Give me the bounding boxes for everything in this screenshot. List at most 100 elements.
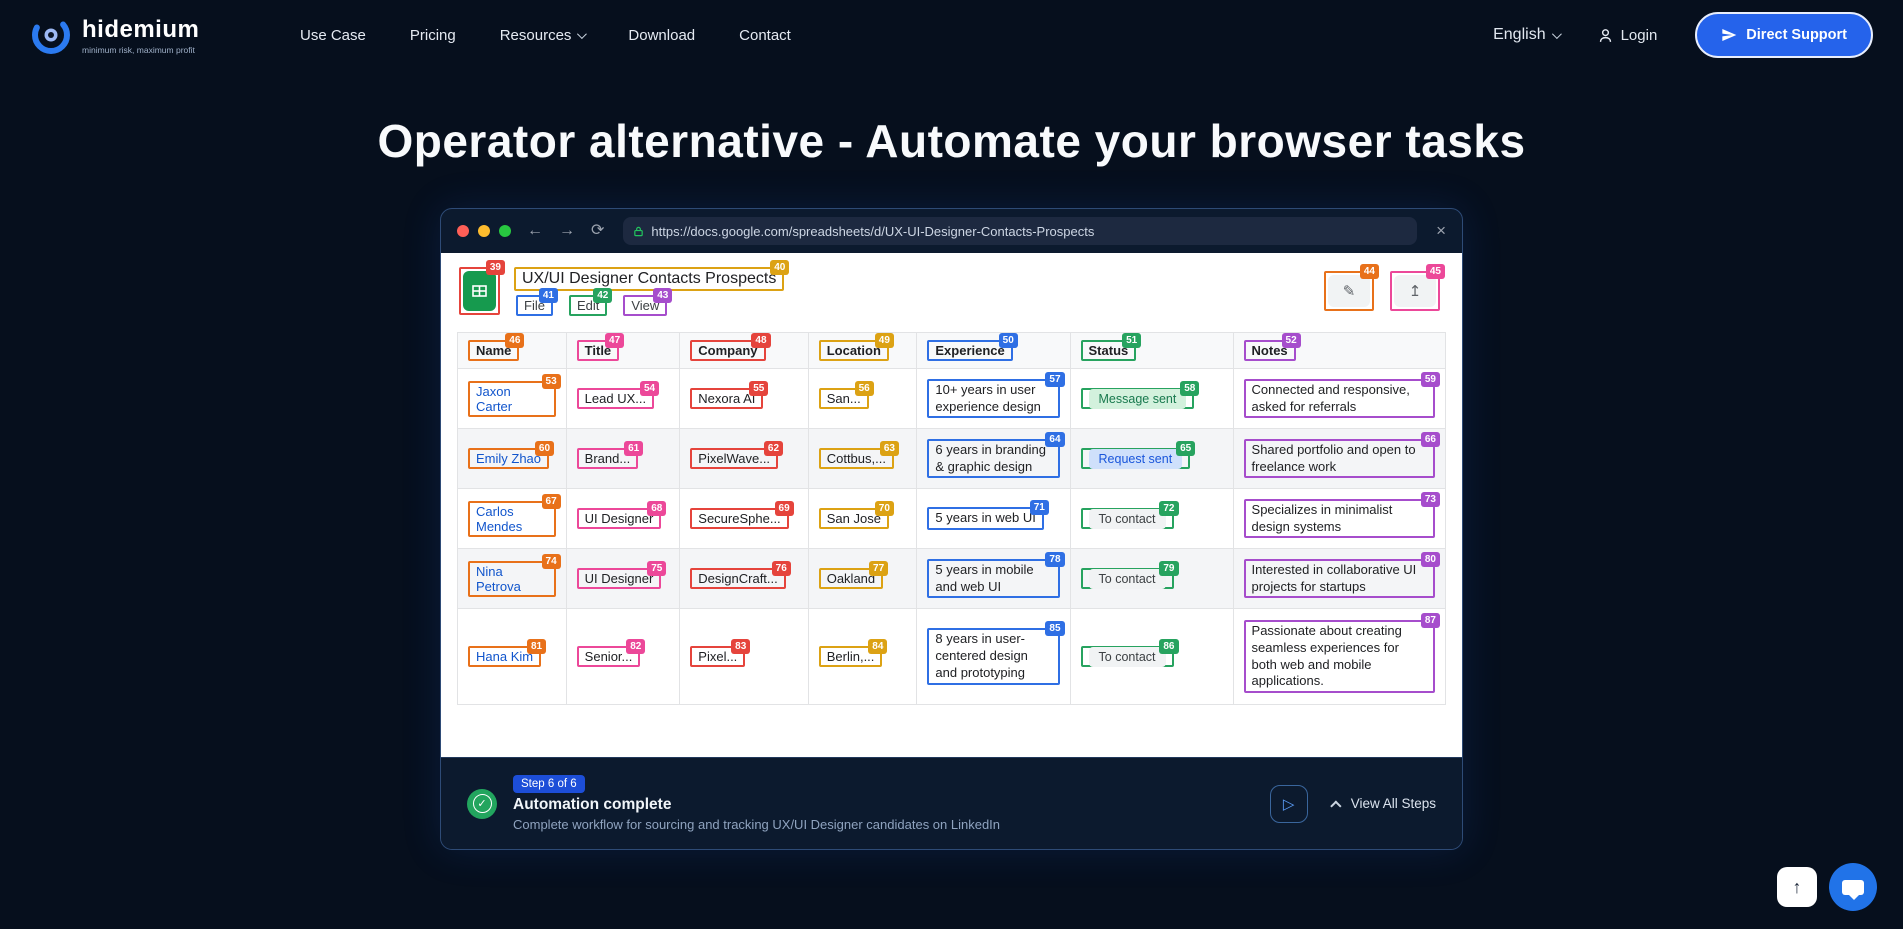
back-icon[interactable]: ← <box>527 222 543 239</box>
chat-widget-button[interactable] <box>1829 863 1877 911</box>
nav-item-pricing[interactable]: Pricing <box>409 26 456 44</box>
refresh-icon[interactable]: ⟳ <box>591 222 605 239</box>
annotation-tag: 67 <box>541 493 561 509</box>
direct-support-button[interactable]: Direct Support <box>1695 12 1873 58</box>
annotation-tag: 59 <box>1420 371 1440 387</box>
cell-company-annotation[interactable]: PixelWave...62 <box>690 441 784 469</box>
column-header-label: Experience <box>935 343 1005 358</box>
view-all-steps-button[interactable]: View All Steps <box>1329 796 1436 812</box>
annotation-tag: 63 <box>879 441 899 456</box>
annotation-tag: 53 <box>541 373 561 389</box>
cell-company-annotation[interactable]: DesignCraft...76 <box>690 561 791 589</box>
cell-text: Interested in collaborative UI projects … <box>1251 561 1417 594</box>
menu-view[interactable]: View 43 <box>623 288 673 316</box>
cell-notes-annotation[interactable]: Passionate about creating seamless exper… <box>1243 612 1440 694</box>
forward-icon[interactable]: → <box>559 222 575 239</box>
nav-item-contact[interactable]: Contact <box>739 26 791 44</box>
cell-location-annotation[interactable]: San...56 <box>818 381 874 409</box>
cell-notes-annotation[interactable]: Connected and responsive, asked for refe… <box>1243 371 1440 419</box>
automation-status-bar: ✓ Step 6 of 6 Automation complete Comple… <box>441 757 1462 849</box>
cell-title-annotation[interactable]: Lead UX...54 <box>576 381 660 409</box>
automation-description: Complete workflow for sourcing and track… <box>513 817 1001 832</box>
annotation-tag: 72 <box>1159 501 1179 516</box>
nav-item-use-case[interactable]: Use Case <box>300 26 366 44</box>
scroll-to-top-button[interactable]: ↑ <box>1777 867 1817 907</box>
cell-company-annotation[interactable]: SecureSphe...69 <box>690 501 794 529</box>
cell-experience-annotation[interactable]: 8 years in user-centered design and prot… <box>927 621 1065 685</box>
edit-button[interactable]: ✎ 44 <box>1324 264 1379 311</box>
cell-title-annotation[interactable]: Brand...61 <box>576 441 644 469</box>
brand-tagline: minimum risk, maximum profit <box>82 44 195 55</box>
minimize-traffic-light[interactable] <box>478 225 490 237</box>
user-icon <box>1597 27 1614 44</box>
cell-title-annotation[interactable]: Senior...82 <box>576 639 646 667</box>
share-button[interactable]: ↥ 45 <box>1390 264 1445 311</box>
menu-edit[interactable]: Edit 42 <box>568 288 613 316</box>
top-nav: hidemium minimum risk, maximum profit Us… <box>0 0 1903 70</box>
annotation-tag: 61 <box>624 441 644 456</box>
google-sheets-icon <box>463 271 496 311</box>
play-button[interactable]: ▷ <box>1269 784 1308 823</box>
cell-company-annotation[interactable]: Pixel...83 <box>690 639 751 667</box>
cell-location-annotation[interactable]: Cottbus,...63 <box>818 441 899 469</box>
language-selector[interactable]: English <box>1493 26 1562 44</box>
nav-item-download[interactable]: Download <box>628 26 696 44</box>
browser-window: ← → ⟳ https://docs.google.com/spreadshee… <box>440 208 1463 850</box>
maximize-traffic-light[interactable] <box>499 225 511 237</box>
sheet-title[interactable]: UX/UI Designer Contacts Prospects 40 <box>514 260 790 291</box>
table-cell: Cottbus,...63 <box>807 428 918 489</box>
sheets-logo-annotation[interactable]: 39 <box>459 260 505 315</box>
close-icon[interactable]: × <box>1436 221 1446 240</box>
menu-file[interactable]: File 41 <box>516 288 558 316</box>
nav-item-resources[interactable]: Resources <box>500 27 588 44</box>
cell-location-annotation[interactable]: Berlin,...84 <box>818 639 888 667</box>
table-cell: SecureSphe...69 <box>679 488 809 549</box>
annotation-tag: 86 <box>1159 639 1179 654</box>
cell-notes-annotation[interactable]: Shared portfolio and open to freelance w… <box>1243 431 1440 479</box>
lock-icon <box>633 225 644 238</box>
cell-notes-annotation[interactable]: Interested in collaborative UI projects … <box>1243 551 1440 599</box>
annotation-tag: 87 <box>1420 612 1440 628</box>
cell-text: 5 years in web UI <box>935 510 1036 526</box>
brand-logo[interactable]: hidemium minimum risk, maximum profit <box>30 14 230 56</box>
address-bar[interactable]: https://docs.google.com/spreadsheets/d/U… <box>623 217 1418 245</box>
cell-notes-annotation[interactable]: Specializes in minimalist design systems… <box>1243 491 1440 539</box>
login-button[interactable]: Login <box>1597 27 1657 44</box>
close-traffic-light[interactable] <box>457 225 469 237</box>
